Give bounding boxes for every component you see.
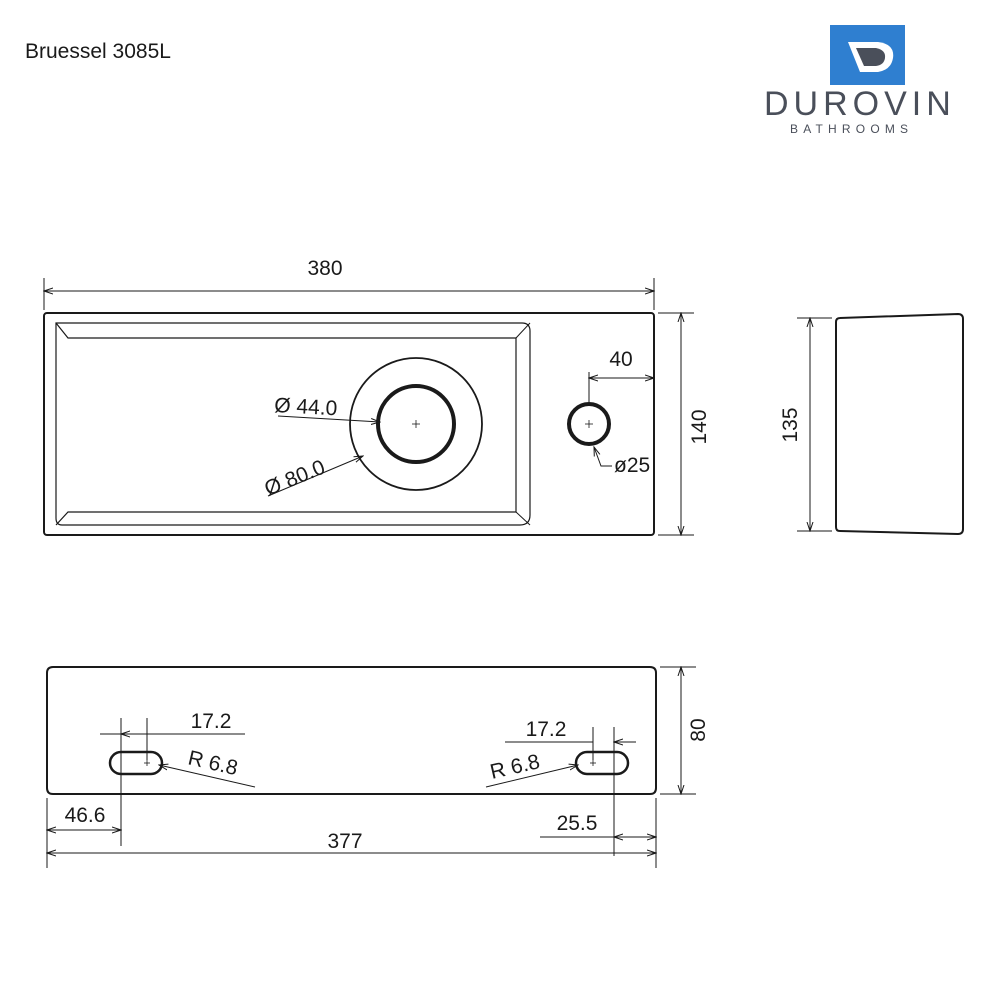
dim-width: 380: [307, 257, 342, 280]
mounting-slot-right: [574, 750, 630, 776]
brand-name: DUROVIN: [764, 85, 956, 123]
mounting-slot-left: [108, 750, 164, 776]
basin-bowl-outer: [55, 322, 531, 526]
side-view: 135: [779, 312, 964, 536]
drawing-title: Bruessel 3085L: [25, 40, 171, 63]
dim-tap-offset: 40: [609, 348, 632, 371]
dim-slot-right-radius: R 6.8: [488, 750, 542, 784]
dim-right-offset: 25.5: [557, 812, 598, 835]
brand-subtitle: BATHROOMS: [790, 122, 914, 136]
back-outline: [46, 666, 657, 795]
drain-outer-circle: [349, 357, 483, 491]
dim-drain-inner: Ø 44.0: [274, 394, 338, 420]
dim-back-height: 80: [687, 718, 710, 741]
dim-tap-hole: ø25: [614, 454, 650, 477]
dim-depth: 140: [688, 409, 711, 444]
back-view: 80 17.2 R 6.8 17.2 R 6.8 46.6 25.5 377: [46, 666, 710, 868]
basin-bowl-inner: [55, 322, 517, 526]
dim-left-offset: 46.6: [65, 804, 106, 827]
tap-hole: [567, 402, 611, 446]
dim-slot-right-width: 17.2: [526, 718, 567, 741]
dim-slot-distance: 377: [327, 830, 362, 853]
top-view: 380 140 40 Ø 44.0 Ø 80.0 ø25: [43, 257, 711, 536]
side-outline: [835, 312, 964, 536]
logo-mark-icon: [830, 25, 905, 85]
brand-logo: DUROVIN BATHROOMS: [760, 20, 975, 140]
dim-slot-left-radius: R 6.8: [186, 746, 240, 780]
dim-drain-outer: Ø 80.0: [261, 456, 328, 501]
dim-slot-left-width: 17.2: [191, 710, 232, 733]
dim-side-height: 135: [779, 407, 802, 442]
basin-outline: [43, 312, 655, 536]
